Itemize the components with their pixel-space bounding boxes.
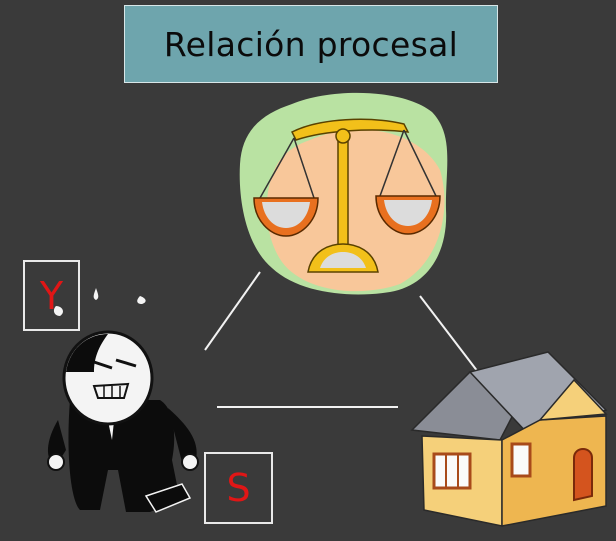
diagram-title: Relación procesal [163, 24, 459, 64]
connector-left [204, 271, 261, 351]
connector-right [419, 295, 479, 373]
party-label-y: Y [23, 260, 80, 331]
scales-of-justice-icon [239, 92, 448, 295]
house-icon [410, 351, 608, 527]
party-label-s-text: S [226, 466, 251, 510]
party-label-y-text: Y [39, 273, 64, 318]
distressed-man-icon [47, 288, 199, 513]
party-label-s: S [204, 452, 273, 524]
title-box: Relación procesal [124, 5, 498, 83]
